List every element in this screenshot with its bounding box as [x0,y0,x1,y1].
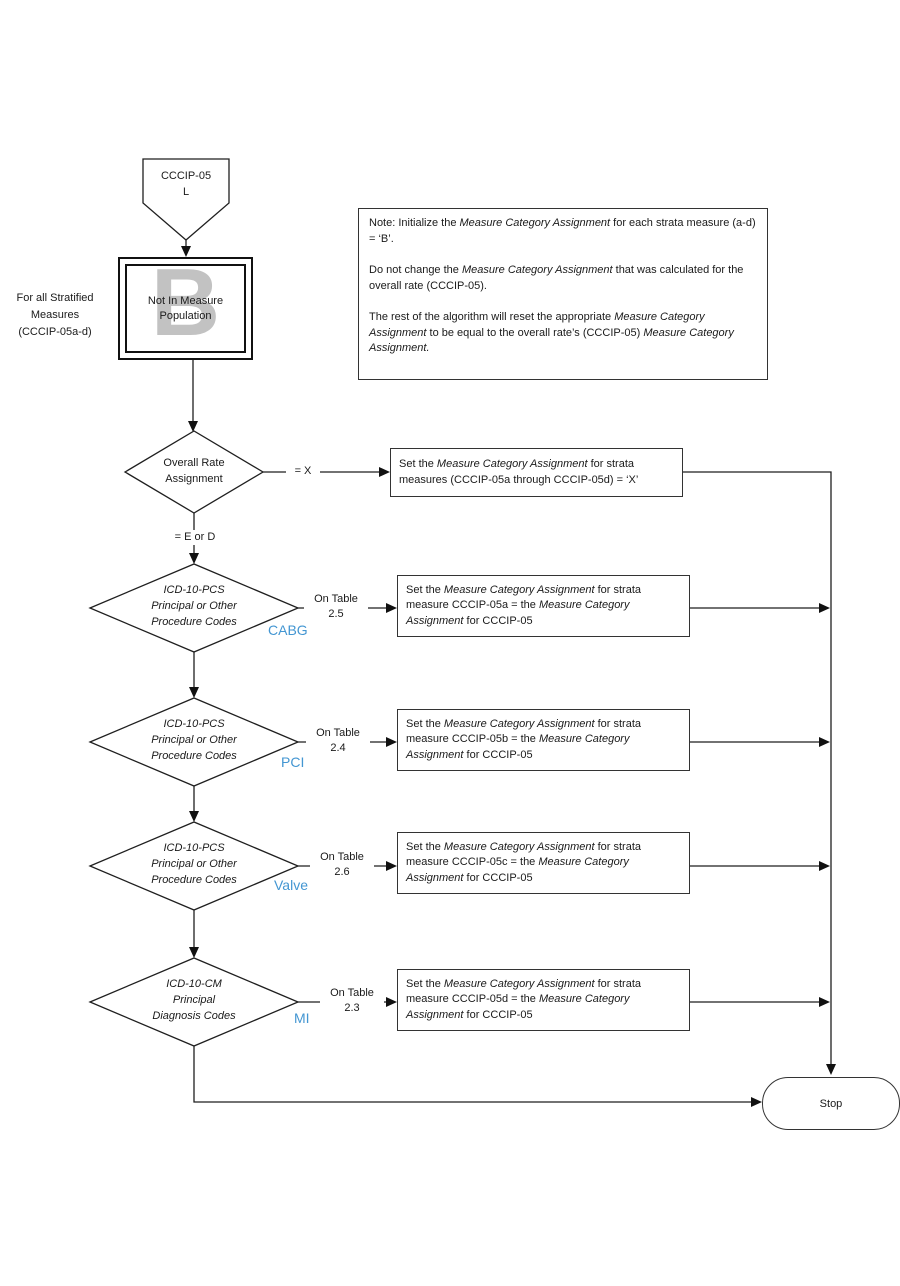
flow-line-right-rail [683,471,832,1066]
note-paragraph: Note: Initialize the Measure Category As… [369,217,756,245]
branch-label-e-or-d: = E or D [168,530,222,545]
table-ref-number: 2.6 [334,866,350,878]
arrowhead-right-icon [386,737,397,747]
decision-line: Procedure Codes [151,874,237,886]
side-caption-line: Measures [30,309,80,321]
action-box-text: Set the Measure Category Assignment for … [406,977,641,1021]
decision-line: ICD-10-PCS [163,842,225,854]
action-box-text: Set the Measure Category Assignment for … [406,840,641,884]
stop-label: Stop [819,1097,843,1110]
branch-label-x: = X [286,464,320,479]
arrowhead-right-icon [386,603,397,613]
arrowhead-right-icon [386,861,397,871]
arrowhead-down-icon [189,553,199,564]
decision-line: Procedure Codes [151,750,237,762]
arrowhead-right-icon [819,603,830,613]
arrowhead-down-icon [189,947,199,958]
arrowhead-right-icon [751,1097,762,1107]
decision-mi-label: ICD-10-CM Principal Diagnosis Codes [94,976,294,1024]
offpage-connector-letter: L [182,186,190,198]
decision-pci-label: ICD-10-PCS Principal or Other Procedure … [94,716,294,764]
flow-line-to-stop [193,1046,753,1103]
table-ref-number: 2.5 [328,608,344,620]
decision-diamond-cabg [88,563,300,653]
decision-valve-label: ICD-10-PCS Principal or Other Procedure … [94,840,294,888]
offpage-connector-id: CCCIP-05 [160,170,212,182]
action-box-mi: Set the Measure Category Assignment for … [397,969,690,1031]
action-box-pci: Set the Measure Category Assignment for … [397,709,690,771]
arrowhead-right-icon [819,997,830,1007]
decision-line: Principal or Other [151,600,237,612]
table-ref-cabg: On Table 2.5 [304,592,368,622]
arrowhead-right-icon [386,997,397,1007]
table-ref-line: On Table [320,851,364,863]
decision-diamond-valve [88,821,300,911]
arrowhead-down-icon [189,811,199,822]
decision-line: ICD-10-PCS [163,584,225,596]
decision-line: Diagnosis Codes [152,1010,236,1022]
table-ref-valve: On Table 2.6 [310,850,374,880]
decision-diamond-pci [88,697,300,787]
side-caption-line: For all Stratified [16,292,94,304]
arrowhead-down-icon [826,1064,836,1075]
start-node-label: Not In Measure Population [148,294,223,324]
table-ref-line: On Table [316,727,360,739]
start-node-label-line: Not In Measure [147,294,224,307]
decision-line: Principal [172,994,216,1006]
decision-overall-line: Assignment [165,472,223,485]
table-ref-number: 2.3 [344,1002,360,1014]
decision-line: ICD-10-PCS [163,718,225,730]
decision-diamond-mi [88,957,300,1047]
action-box-cabg: Set the Measure Category Assignment for … [397,575,690,637]
side-caption: For all Stratified Measures (CCCIP-05a-d… [0,290,110,341]
decision-line: Procedure Codes [151,616,237,628]
tag-pci: PCI [281,754,305,770]
action-box-set-x: Set the Measure Category Assignment for … [390,448,683,497]
decision-overall-line: Overall Rate [163,457,225,469]
arrowhead-down-icon [188,421,198,432]
table-ref-pci: On Table 2.4 [306,726,370,756]
decision-line: ICD-10-CM [166,978,222,990]
table-ref-number: 2.4 [330,742,346,754]
note-box: Note: Initialize the Measure Category As… [358,208,768,380]
decision-overall-label: Overall Rate Assignment [124,456,264,487]
decision-diamond-overall [123,430,265,514]
table-ref-line: On Table [314,593,358,605]
arrowhead-down-icon [181,246,191,257]
decision-cabg-label: ICD-10-PCS Principal or Other Procedure … [94,582,294,630]
tag-mi: MI [294,1010,310,1026]
arrowhead-right-icon [819,737,830,747]
table-ref-line: On Table [330,987,374,999]
action-box-text: Set the Measure Category Assignment for … [406,717,641,761]
start-node: B Not In Measure Population [118,249,253,360]
action-box-text: Set the Measure Category Assignment for … [406,583,641,627]
action-box-valve: Set the Measure Category Assignment for … [397,832,690,894]
note-paragraph: Do not change the Measure Category Assig… [369,264,744,292]
note-paragraph: The rest of the algorithm will reset the… [369,311,734,354]
arrowhead-down-icon [189,687,199,698]
stop-node: Stop [762,1077,900,1130]
side-caption-line: (CCCIP-05a-d) [18,326,92,338]
decision-line: Principal or Other [151,858,237,870]
table-ref-mi: On Table 2.3 [320,986,384,1016]
action-box-text: Set the Measure Category Assignment for … [399,458,639,486]
tag-valve: Valve [274,877,308,893]
offpage-connector-shape [142,158,230,241]
watermark-letter: B [150,248,221,356]
start-node-inner-border: B Not In Measure Population [125,249,246,356]
start-node-label-line: Population [159,309,212,322]
decision-line: Principal or Other [151,734,237,746]
offpage-connector-label: CCCIP-05 L [143,168,229,200]
arrowhead-right-icon [819,861,830,871]
tag-cabg: CABG [268,622,308,638]
arrowhead-right-icon [379,467,390,477]
